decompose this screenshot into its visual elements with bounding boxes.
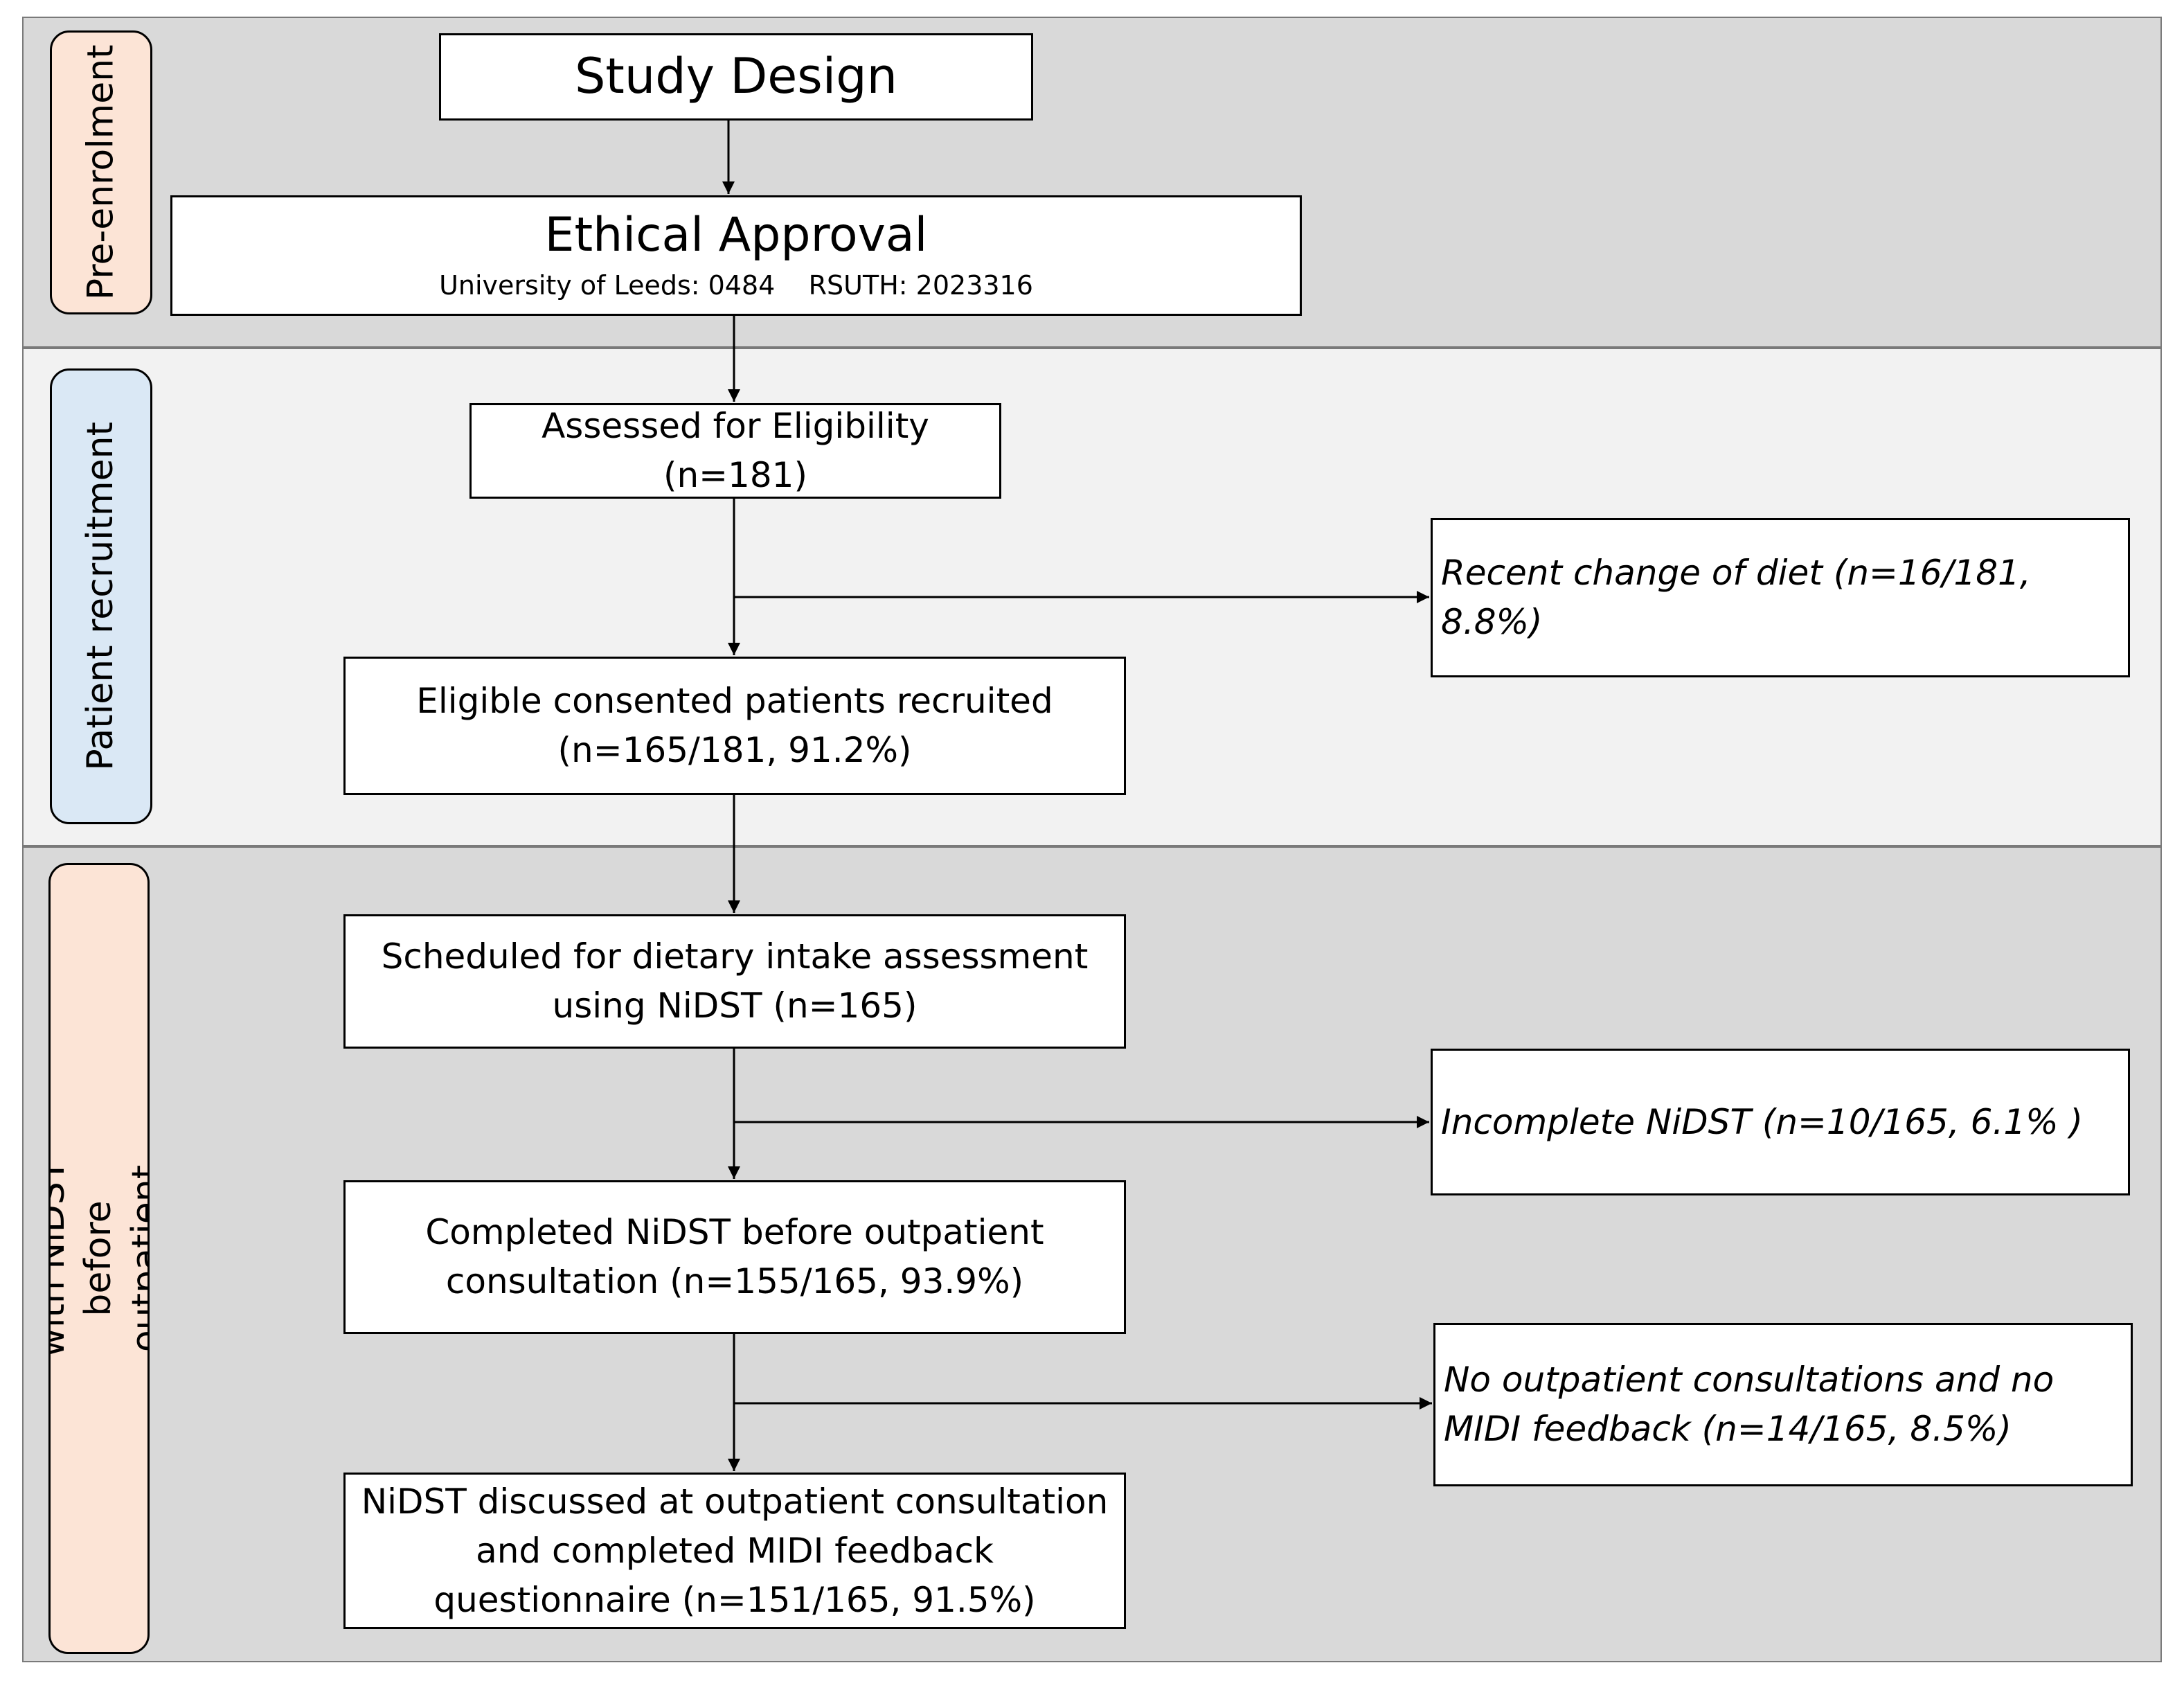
assessed-eligibility-box: Assessed for Eligibility (n=181) [469,403,1001,499]
ethical-approval-title: Ethical Approval [544,207,928,263]
ethical-approval-detail: University of Leeds: 0484 RSUTH: 2023316 [439,270,1033,301]
scheduled-box: Scheduled for dietary intake assessment … [343,914,1126,1049]
ethical-approval-box: Ethical Approval University of Leeds: 04… [170,195,1302,316]
phase-label-patient-recruitment: Patient recruitment [50,368,152,824]
discussed-box: NiDST discussed at outpatient consultati… [343,1473,1126,1629]
recruited-box: Eligible consented patients recruited (n… [343,657,1126,795]
completed-nidst-box: Completed NiDST before outpatient consul… [343,1180,1126,1334]
no-consultation-exclusion-box: No outpatient consultations and no MIDI … [1433,1323,2133,1486]
phase-label-pre-enrolment: Pre-enrolment [50,30,152,314]
diet-change-exclusion-box: Recent change of diet (n=16/181, 8.8%) [1431,518,2130,677]
study-design-box: Study Design [439,33,1033,121]
phase-label-provided-nidst: Provided with NiDST before outpatient co… [48,863,150,1654]
incomplete-nidst-exclusion-box: Incomplete NiDST (n=10/165, 6.1% ) [1431,1049,2130,1195]
